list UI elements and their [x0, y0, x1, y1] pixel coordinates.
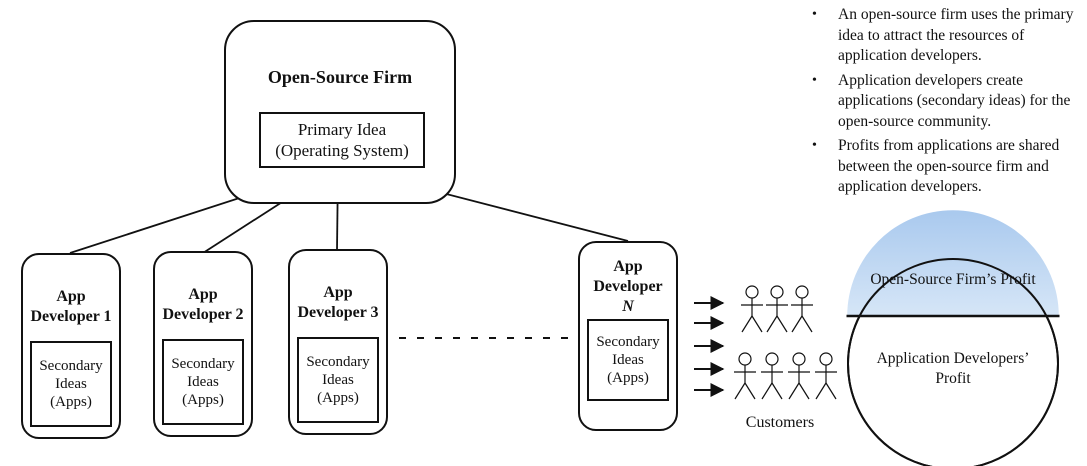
person-icon	[791, 285, 813, 333]
profit-pie	[846, 210, 1060, 466]
app-developer-1-box: App Developer 1 Secondary Ideas (Apps)	[21, 253, 121, 439]
person-icon	[734, 352, 756, 400]
app-developer-2-box: App Developer 2 Secondary Ideas (Apps)	[153, 251, 253, 437]
secondary-ideas-box: Secondary Ideas (Apps)	[297, 337, 379, 423]
person-icon	[766, 285, 788, 333]
firm-title: Open-Source Firm	[267, 67, 413, 87]
developer-title: App Developer N	[580, 257, 676, 317]
app-developer-3-box: App Developer 3 Secondary Ideas (Apps)	[288, 249, 388, 435]
secondary-ideas-line: Ideas	[55, 376, 87, 392]
customer-figures	[734, 285, 837, 400]
developer-title-line: Developer 2	[162, 306, 244, 323]
developer-title-line: App	[188, 286, 218, 303]
developer-title-line: App	[613, 258, 643, 275]
person-icon	[788, 352, 810, 400]
secondary-ideas-line: Secondary	[596, 334, 660, 350]
secondary-ideas-line: Ideas	[612, 352, 644, 368]
developer-title-line: App	[56, 288, 86, 305]
developer-title-line: App	[323, 284, 353, 301]
bullet-notes: An open-source firm uses the primary ide…	[808, 5, 1083, 202]
person-icon	[815, 352, 837, 400]
primary-idea-box: Primary Idea (Operating System)	[259, 112, 425, 168]
developer-title-line: N	[622, 298, 634, 315]
developers-profit-label: Application Developers’ Profit	[876, 350, 1030, 387]
primary-idea-line: Primary Idea	[297, 119, 387, 139]
secondary-ideas-line: (Apps)	[50, 394, 92, 410]
secondary-ideas-line: Secondary	[39, 358, 103, 374]
developer-title-line: Developer	[593, 278, 663, 295]
developer-title-line: Developer 3	[297, 304, 379, 321]
developer-title: App Developer 1	[23, 287, 119, 327]
secondary-ideas-line: Ideas	[322, 372, 354, 388]
person-icon	[761, 352, 783, 400]
firm-profit-segment	[847, 210, 1059, 316]
secondary-ideas-box: Secondary Ideas (Apps)	[30, 341, 112, 427]
developer-title: App Developer 2	[155, 285, 251, 325]
secondary-ideas-box: Secondary Ideas (Apps)	[587, 319, 669, 401]
secondary-ideas-line: (Apps)	[607, 370, 649, 386]
secondary-ideas-line: Ideas	[187, 374, 219, 390]
secondary-ideas-box: Secondary Ideas (Apps)	[162, 339, 244, 425]
open-source-firm-box: Open-Source Firm Primary Idea (Operating…	[224, 20, 456, 204]
secondary-ideas-line: (Apps)	[182, 392, 224, 408]
developer-title-line: Developer 1	[30, 308, 112, 325]
secondary-ideas-line: (Apps)	[317, 390, 359, 406]
secondary-ideas-line: Secondary	[171, 356, 235, 372]
primary-idea-line: (Operating System)	[275, 141, 409, 160]
firm-profit-label: Open-Source Firm’s Profit	[870, 271, 1036, 288]
bullet-item: Profits from applications are shared bet…	[808, 136, 1083, 198]
secondary-ideas-line: Secondary	[306, 354, 370, 370]
bullet-item: An open-source firm uses the primary ide…	[808, 5, 1083, 67]
customers-label: Customers	[745, 414, 815, 431]
person-icon	[741, 285, 763, 333]
customer-arrows	[694, 296, 725, 397]
developer-title: App Developer 3	[290, 283, 386, 323]
app-developer-n-box: App Developer N Secondary Ideas (Apps)	[578, 241, 678, 431]
bullet-item: Application developers create applicatio…	[808, 71, 1083, 133]
